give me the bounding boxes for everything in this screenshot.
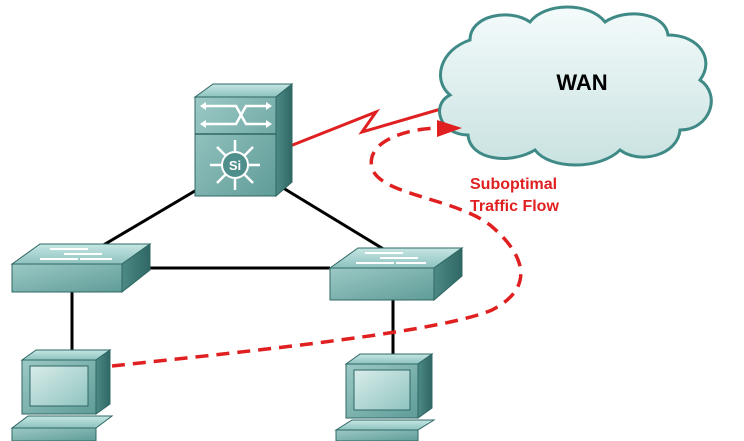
workstation-icon xyxy=(334,353,436,441)
cloud-icon: WAN xyxy=(438,5,713,167)
wan-label: WAN xyxy=(556,70,607,95)
lightning-bolt-icon xyxy=(279,102,459,152)
traffic-flow-arrowhead xyxy=(437,120,462,137)
link-core-to-left-switch xyxy=(94,183,206,252)
annotation-line-1: Suboptimal xyxy=(470,176,557,193)
workstation-icon xyxy=(10,349,114,441)
switch-icon xyxy=(10,243,152,294)
si-badge: Si xyxy=(229,158,241,173)
link-core-to-right-switch xyxy=(269,178,386,252)
switch-icon xyxy=(328,247,464,302)
traffic-flow-path xyxy=(111,126,523,368)
suboptimal-traffic-flow xyxy=(111,120,523,368)
multilayer-switch-icon: Si xyxy=(193,82,294,198)
annotation-line-2: Traffic Flow xyxy=(470,198,559,215)
